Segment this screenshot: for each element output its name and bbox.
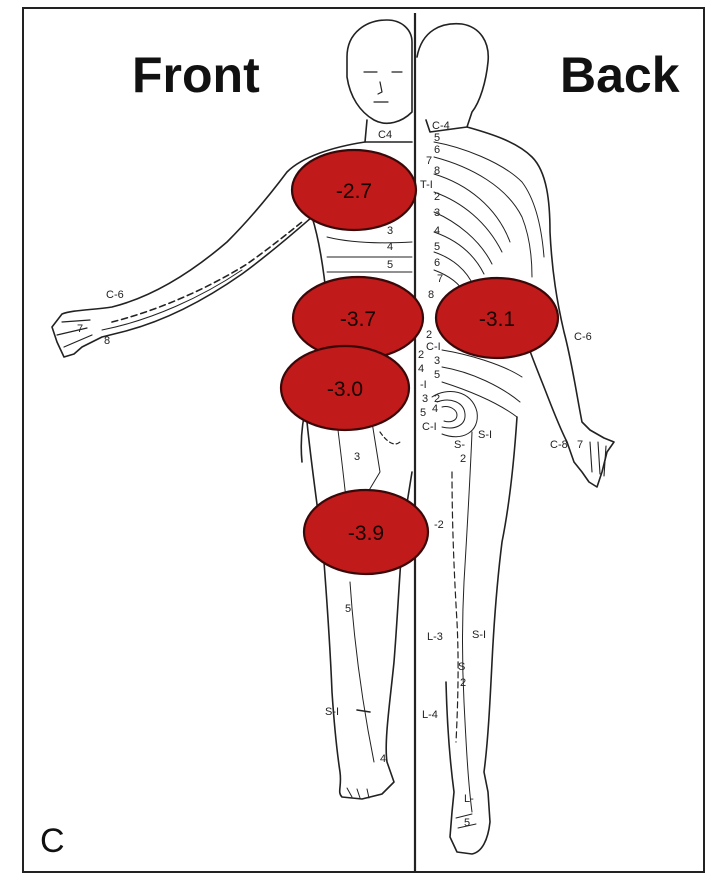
derm-label: 3 [422,393,428,405]
region-value: -3.1 [479,308,515,331]
derm-label: T-I [420,179,433,191]
derm-label: 3 [434,355,440,367]
back-heading: Back [560,46,680,104]
derm-label: C-6 [574,331,592,343]
front-heading: Front [132,46,260,104]
region-front-knee: -3.9 [304,490,428,574]
region-value: -2.7 [336,180,372,203]
derm-label: 5 [345,603,351,615]
derm-label: L-3 [427,631,443,643]
derm-label: 5 [434,369,440,381]
derm-label: C-4 [432,120,450,132]
derm-label: 5 [434,132,440,144]
panel-letter: C [40,822,65,861]
derm-label: 2 [426,329,432,341]
region-front-chest: -2.7 [292,150,416,230]
region-value: -3.0 [327,378,363,401]
region-front-thigh: -3.0 [281,346,409,430]
derm-label: C-I [422,421,437,433]
figure-frame: C4 3 4 5 C-6 7 8 3 5 S-I 4 C-4 5 6 7 8 T… [22,7,705,873]
derm-label: C4 [378,129,392,141]
derm-label: C-8 [550,439,568,451]
derm-label: 2 [434,191,440,203]
region-back-lower: -3.1 [436,278,558,358]
derm-label: 3 [434,207,440,219]
derm-label: 5 [434,241,440,253]
derm-label: 5 [387,259,393,271]
derm-label: 6 [434,257,440,269]
derm-label: 5 [464,817,470,829]
back-body-outline [417,24,614,854]
derm-label: S- [454,439,465,451]
derm-label: 2 [418,349,424,361]
derm-label: -2 [434,519,444,531]
derm-label: 6 [434,144,440,156]
derm-label: 4 [387,241,393,253]
derm-label: S-I [472,629,486,641]
derm-label: 8 [104,335,110,347]
derm-label: S-I [478,429,492,441]
region-value: -3.9 [348,522,384,545]
derm-label: 2 [460,677,466,689]
derm-label: 4 [418,363,424,375]
derm-label: S [458,661,465,673]
derm-label: 3 [387,225,393,237]
derm-label: 5 [420,407,426,419]
derm-label: L-4 [422,709,438,721]
derm-label: 2 [460,453,466,465]
derm-label: 7 [426,155,432,167]
derm-label: 4 [432,403,438,415]
derm-label: 4 [434,225,440,237]
derm-label: 4 [380,753,386,765]
derm-label: S-I [325,706,339,718]
dermatome-figure: C4 3 4 5 C-6 7 8 3 5 S-I 4 C-4 5 6 7 8 T… [24,9,707,875]
derm-label: C-I [426,341,441,353]
derm-label: 3 [354,451,360,463]
region-value: -3.7 [340,308,376,331]
region-markers: -2.7 -3.7 -3.0 -3.9 -3.1 [281,150,558,574]
derm-label: C-6 [106,289,124,301]
derm-label: L- [464,793,474,805]
derm-label: 7 [77,323,83,335]
derm-label: 8 [428,289,434,301]
derm-label: 7 [577,439,583,451]
derm-label: 8 [434,165,440,177]
derm-label: -I [420,379,427,391]
derm-label: 7 [437,273,443,285]
back-dermatome-labels: C-4 5 6 7 8 T-I 2 3 4 5 6 7 8 C-6 2 C-I … [418,120,592,829]
